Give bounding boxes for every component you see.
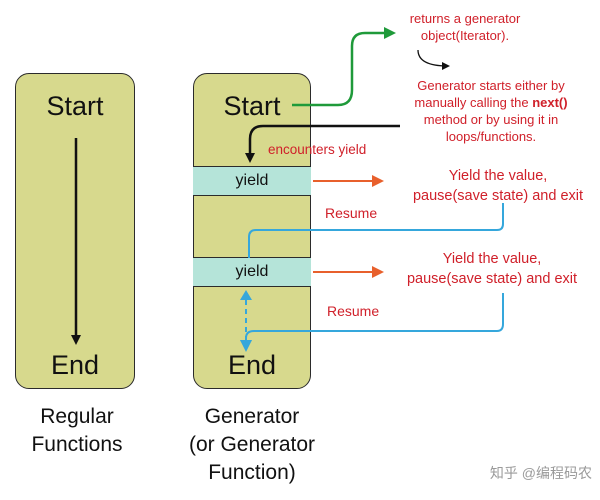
blue-resume1-connector bbox=[248, 203, 504, 258]
generator-function-caption: Generator (or Generator Function) bbox=[176, 403, 328, 487]
blue-dashed-arrowhead-up bbox=[240, 290, 252, 300]
green-return-arrow bbox=[292, 27, 396, 107]
next-method-label: next() bbox=[532, 95, 568, 110]
thin-pointer-arrow bbox=[417, 49, 450, 70]
yield-note-2-line-1: Yield the value, bbox=[442, 251, 542, 267]
returns-line-1: returns a generator bbox=[409, 11, 521, 26]
regular-end-label: End bbox=[50, 350, 100, 380]
starts-line-4: loops/functions. bbox=[445, 129, 537, 144]
yield-box-2: yield bbox=[193, 257, 311, 287]
generator-caption-line-2: (or Generator bbox=[188, 433, 316, 456]
resume-label-2: Resume bbox=[327, 303, 380, 319]
regular-functions-caption: Regular Functions bbox=[15, 403, 139, 459]
generator-start-label: Start bbox=[223, 91, 281, 121]
generator-end-label: End bbox=[227, 350, 277, 380]
starts-line-2-text: manually calling the bbox=[414, 95, 533, 110]
starts-line-2: manually calling the next() bbox=[396, 94, 586, 111]
yield-box-1: yield bbox=[193, 166, 311, 196]
yield-note-1-line-2: pause(save state) and exit bbox=[412, 188, 584, 204]
yield-note-2: Yield the value, pause(save state) and e… bbox=[392, 249, 592, 289]
starts-line-3: method or by using it in bbox=[423, 112, 559, 127]
watermark-label: 知乎 @编程码农 bbox=[489, 465, 592, 481]
blue-dashed-arrowhead-down bbox=[240, 340, 252, 350]
encounters-yield-label: encounters yield bbox=[268, 142, 367, 157]
yield-note-1: Yield the value, pause(save state) and e… bbox=[398, 166, 598, 206]
yield-note-1-line-1: Yield the value, bbox=[448, 168, 548, 184]
regular-start-label: Start bbox=[46, 91, 104, 121]
generator-caption-line-3: Function) bbox=[208, 461, 296, 484]
resume-label-1: Resume bbox=[325, 205, 378, 221]
regular-caption-line-2: Functions bbox=[31, 433, 123, 456]
yield-note-2-line-2: pause(save state) and exit bbox=[406, 271, 578, 287]
starts-note: Generator starts either by manually call… bbox=[396, 77, 586, 145]
returns-line-2: object(Iterator). bbox=[420, 28, 510, 43]
returns-note: returns a generator object(Iterator). bbox=[390, 10, 540, 44]
starts-line-1: Generator starts either by bbox=[417, 78, 565, 93]
blue-resume2-arrow bbox=[240, 293, 504, 352]
regular-caption-line-1: Regular bbox=[40, 405, 114, 428]
generator-caption-line-1: Generator bbox=[204, 405, 300, 428]
black-encounter-arrow bbox=[245, 124, 400, 163]
